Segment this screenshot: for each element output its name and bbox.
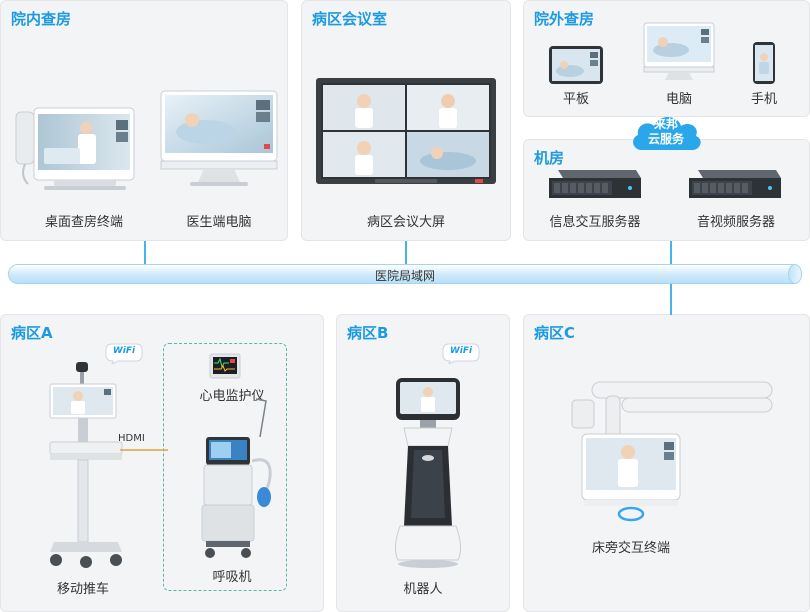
wifi-label: WiFi <box>449 346 473 356</box>
dashed-device-group <box>163 343 287 591</box>
wifi-bubble-icon <box>442 343 480 365</box>
connector-line <box>144 241 146 265</box>
meeting-big-screen-icon <box>316 78 496 184</box>
ventilator-label: 呼吸机 <box>212 570 252 585</box>
panel-title: 病区A <box>11 324 53 342</box>
computer-icon <box>643 22 715 80</box>
mobile-cart-icon <box>49 362 123 568</box>
hdmi-cable-line <box>120 449 168 451</box>
info-server-icon <box>549 170 641 198</box>
av-server-icon <box>689 170 781 198</box>
desktop-rounds-terminal-label: 桌面查房终端 <box>44 215 123 230</box>
wifi-badge-ward-b: WiFi <box>441 342 481 365</box>
lan-label: 医院局域网 <box>374 269 435 283</box>
ventilator-icon <box>201 398 272 558</box>
tablet-label: 平板 <box>562 92 589 107</box>
ecg-monitor-icon <box>209 353 241 379</box>
doctor-computer-icon <box>160 90 278 186</box>
hospital-lan-pipe: 医院局域网 <box>8 264 802 284</box>
panel-title: 院外查房 <box>534 10 595 28</box>
computer-label: 电脑 <box>665 92 692 107</box>
wifi-label: WiFi <box>112 346 136 356</box>
desktop-rounds-terminal-icon <box>15 107 135 190</box>
robot-label: 机器人 <box>403 582 443 597</box>
cloud-label-line1: 来邦 <box>653 117 678 131</box>
mobile-phone-icon <box>753 42 775 84</box>
connector-line <box>670 241 672 265</box>
doctor-computer-label: 医生端电脑 <box>186 215 252 230</box>
cloud-label-line2: 云服务 <box>647 132 684 146</box>
ecg-monitor-label: 心电监护仪 <box>199 389 265 404</box>
connector-line <box>670 283 672 315</box>
panel-title: 院内查房 <box>11 10 72 28</box>
meeting-big-screen-label: 病区会议大屏 <box>366 215 445 230</box>
cloud-icon <box>633 117 701 150</box>
panel-title: 病区C <box>534 324 576 342</box>
mobile-cart-label: 移动推车 <box>56 582 109 597</box>
info-server-label: 信息交互服务器 <box>549 215 641 230</box>
mobile-phone-label: 手机 <box>750 92 777 107</box>
tablet-icon <box>549 46 603 84</box>
connector-line <box>405 241 407 265</box>
cloud-service-badge: 来邦 云服务 <box>628 112 704 152</box>
robot-icon <box>394 378 462 568</box>
wifi-badge-ward-a: WiFi <box>104 342 144 365</box>
bedside-terminal-icon <box>571 381 773 522</box>
pipe-end-cap <box>788 264 802 284</box>
av-server-label: 音视频服务器 <box>696 215 775 230</box>
hdmi-label: HDMI <box>118 433 145 444</box>
bedside-terminal-label: 床旁交互终端 <box>591 541 670 556</box>
panel-title: 病区B <box>347 324 389 342</box>
wifi-bubble-icon <box>105 343 143 365</box>
panel-title: 机房 <box>534 149 565 167</box>
panel-title: 病区会议室 <box>312 10 388 28</box>
